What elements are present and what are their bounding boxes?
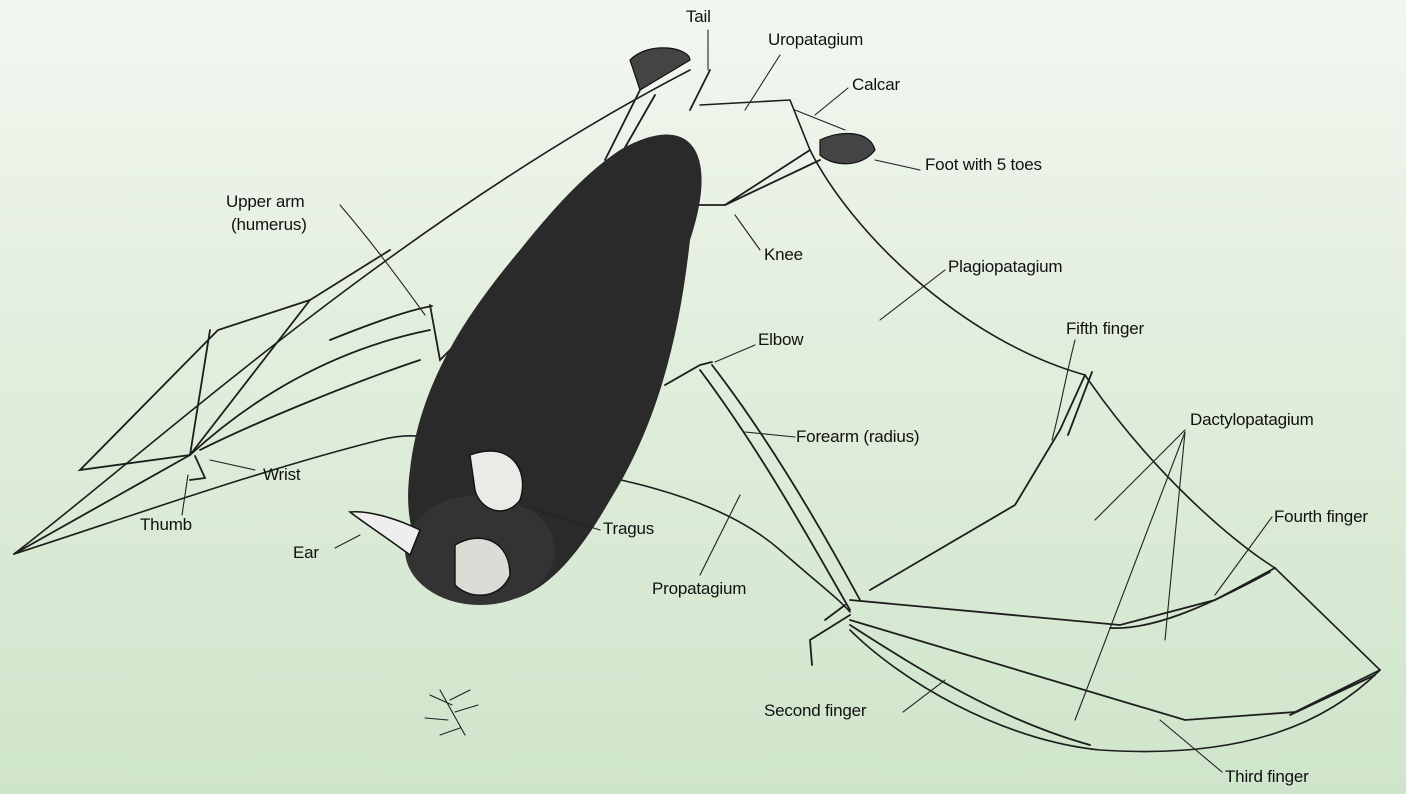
- label-calcar: Calcar: [852, 76, 900, 94]
- right-foot-shape: [820, 133, 875, 163]
- label-wrist: Wrist: [263, 466, 300, 484]
- label-thumb: Thumb: [140, 516, 192, 534]
- label-knee: Knee: [764, 246, 803, 264]
- label-plagiopatagium: Plagiopatagium: [948, 258, 1062, 276]
- label-foot: Foot with 5 toes: [925, 156, 1042, 174]
- label-second-finger: Second finger: [764, 702, 866, 720]
- label-propatagium: Propatagium: [652, 580, 746, 598]
- label-elbow: Elbow: [758, 331, 803, 349]
- insect-sketch: [425, 690, 478, 735]
- left-foot-shape: [630, 48, 690, 90]
- label-uropatagium: Uropatagium: [768, 31, 863, 49]
- label-forearm: Forearm (radius): [796, 428, 919, 446]
- label-humerus: (humerus): [231, 216, 307, 234]
- label-tragus: Tragus: [603, 520, 654, 538]
- label-tail: Tail: [686, 8, 711, 26]
- label-third-finger: Third finger: [1225, 768, 1309, 786]
- label-fifth-finger: Fifth finger: [1066, 320, 1144, 338]
- label-ear: Ear: [293, 544, 319, 562]
- label-fourth-finger: Fourth finger: [1274, 508, 1368, 526]
- label-upper-arm: Upper arm: [226, 193, 305, 211]
- ear-shape: [350, 512, 420, 555]
- label-dactylopatagium: Dactylopatagium: [1190, 411, 1314, 429]
- leader-lines: [182, 30, 1272, 772]
